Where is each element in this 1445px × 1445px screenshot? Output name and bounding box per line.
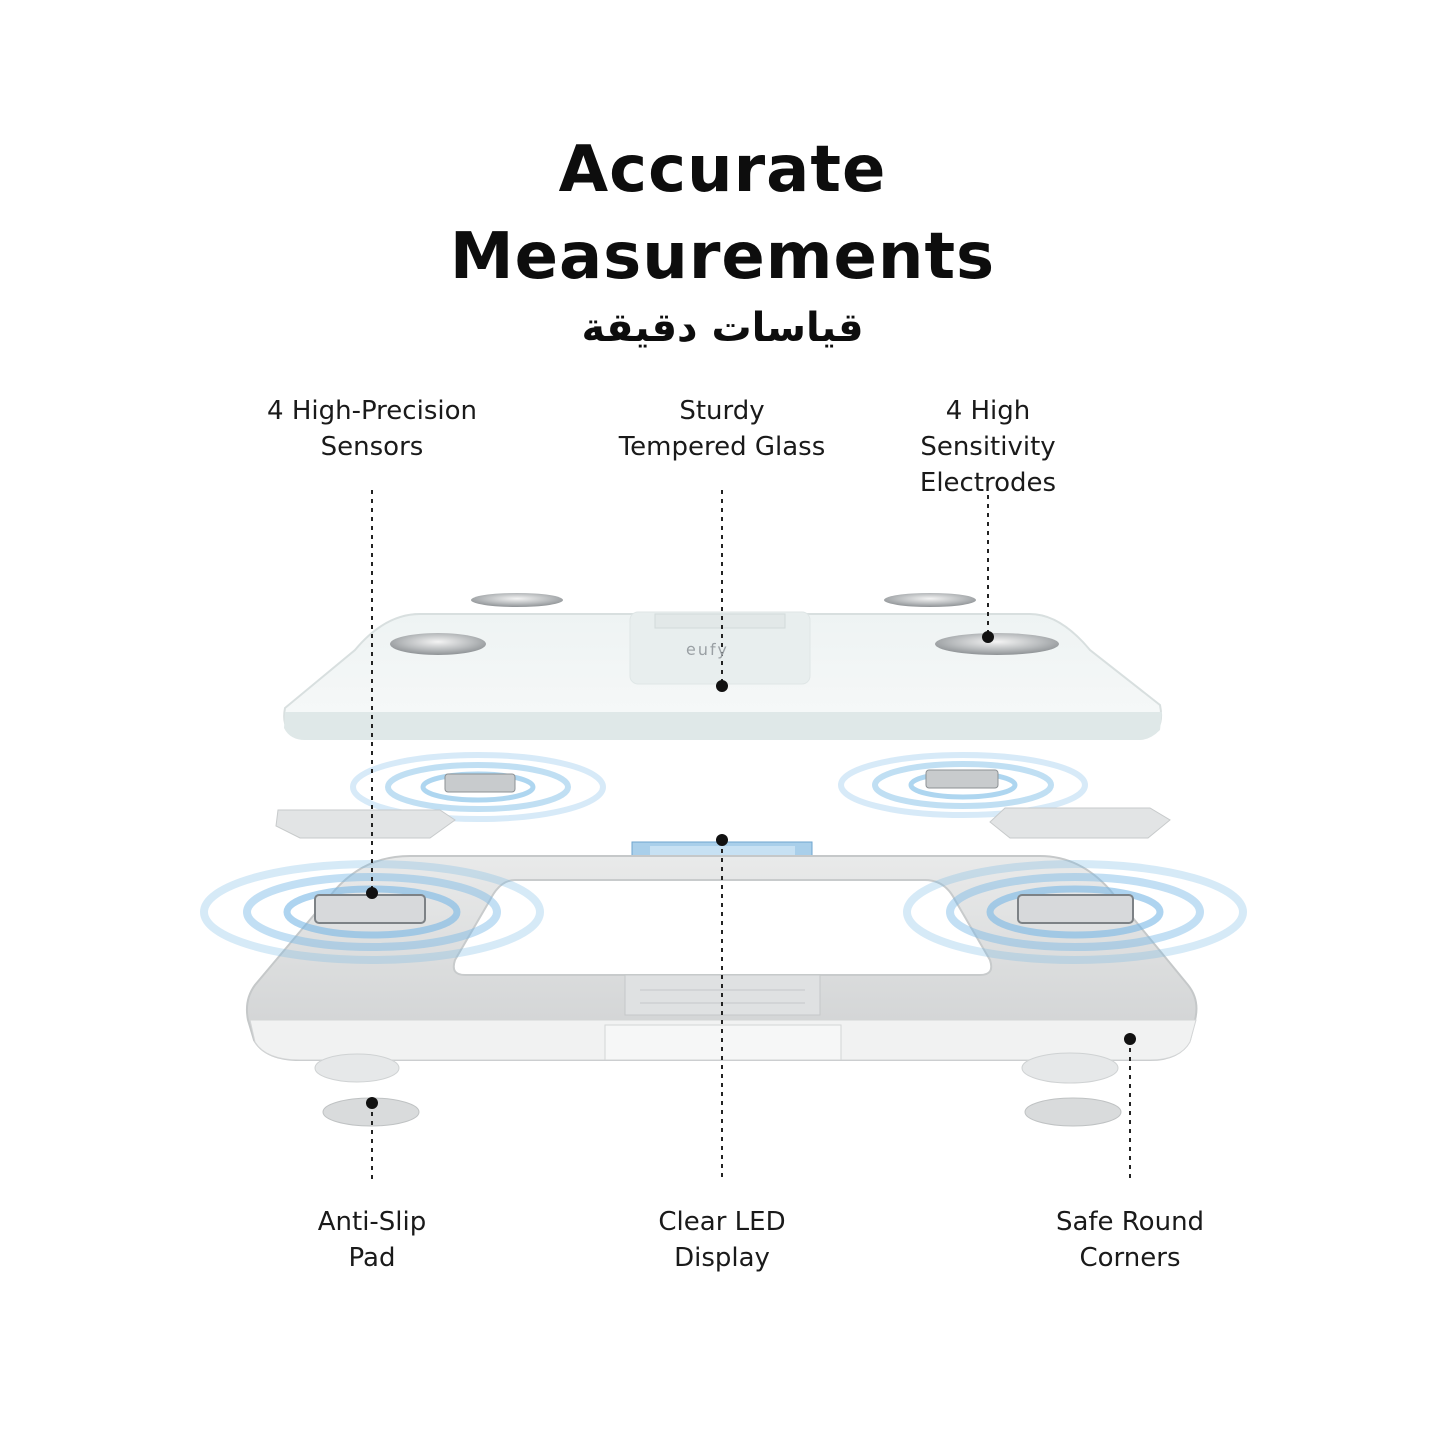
corner-cover-right xyxy=(989,807,1171,839)
sensor-lower-right xyxy=(1017,894,1134,924)
headline-line-2: Measurements xyxy=(449,220,996,294)
callout-dots xyxy=(366,631,1136,1109)
brand-logo-text: eufy xyxy=(685,639,729,660)
callout-led-display: Clear LED Display xyxy=(658,1207,786,1273)
callout-anti-slip-pad: Anti-Slip Pad xyxy=(317,1207,427,1273)
glass-panel xyxy=(283,611,1162,740)
anti-slip-pad-right xyxy=(1024,1097,1122,1127)
sensor-upper-left xyxy=(444,773,516,793)
callout-leader-lines xyxy=(371,490,1131,1182)
sensor-ripples-lower-right xyxy=(903,860,1247,964)
callout-sensors: 4 High-Precision Sensors xyxy=(267,396,477,462)
headline-line-1: Accurate xyxy=(558,133,887,207)
corner-cover-left xyxy=(275,809,456,839)
electrode-top-right xyxy=(884,593,976,607)
sensor-lower-left xyxy=(314,894,426,924)
headline-arabic: قياسات دقيقة xyxy=(581,305,864,351)
sensor-upper-right xyxy=(925,769,999,789)
callout-glass: Sturdy Tempered Glass xyxy=(618,396,826,462)
callout-round-corners: Safe Round Corners xyxy=(1055,1207,1205,1273)
electrode-top-left xyxy=(471,593,563,607)
foot-left xyxy=(314,1053,400,1083)
callout-electrodes: 4 High Sensitivity Electrodes xyxy=(919,396,1057,498)
foot-right xyxy=(1021,1052,1119,1084)
